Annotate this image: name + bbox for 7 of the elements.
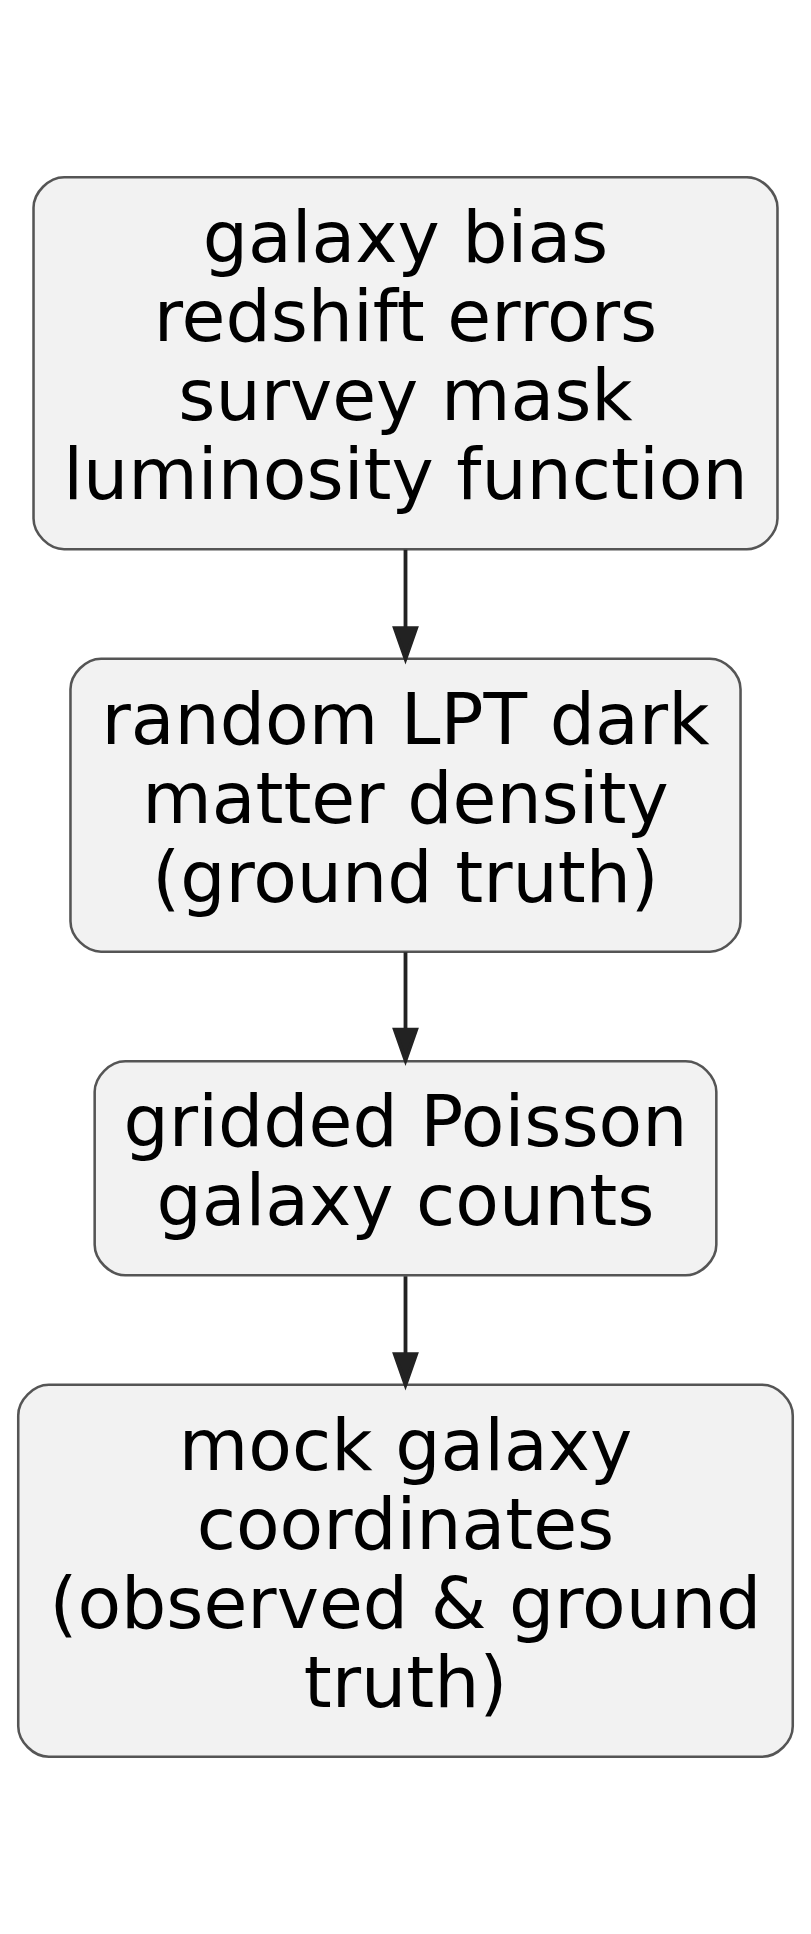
- node-box: gridded Poisson galaxy counts: [93, 1060, 718, 1277]
- arrow: [392, 952, 419, 1067]
- node-box: random LPT dark matter density (ground truth): [69, 657, 742, 953]
- node-box: galaxy bias redshift errors survey mask luminosity function: [32, 175, 779, 551]
- node-box: mock galaxy coordinates (observed & ground truth): [16, 1383, 795, 1759]
- arrow: [392, 1276, 419, 1391]
- arrow: [392, 549, 419, 665]
